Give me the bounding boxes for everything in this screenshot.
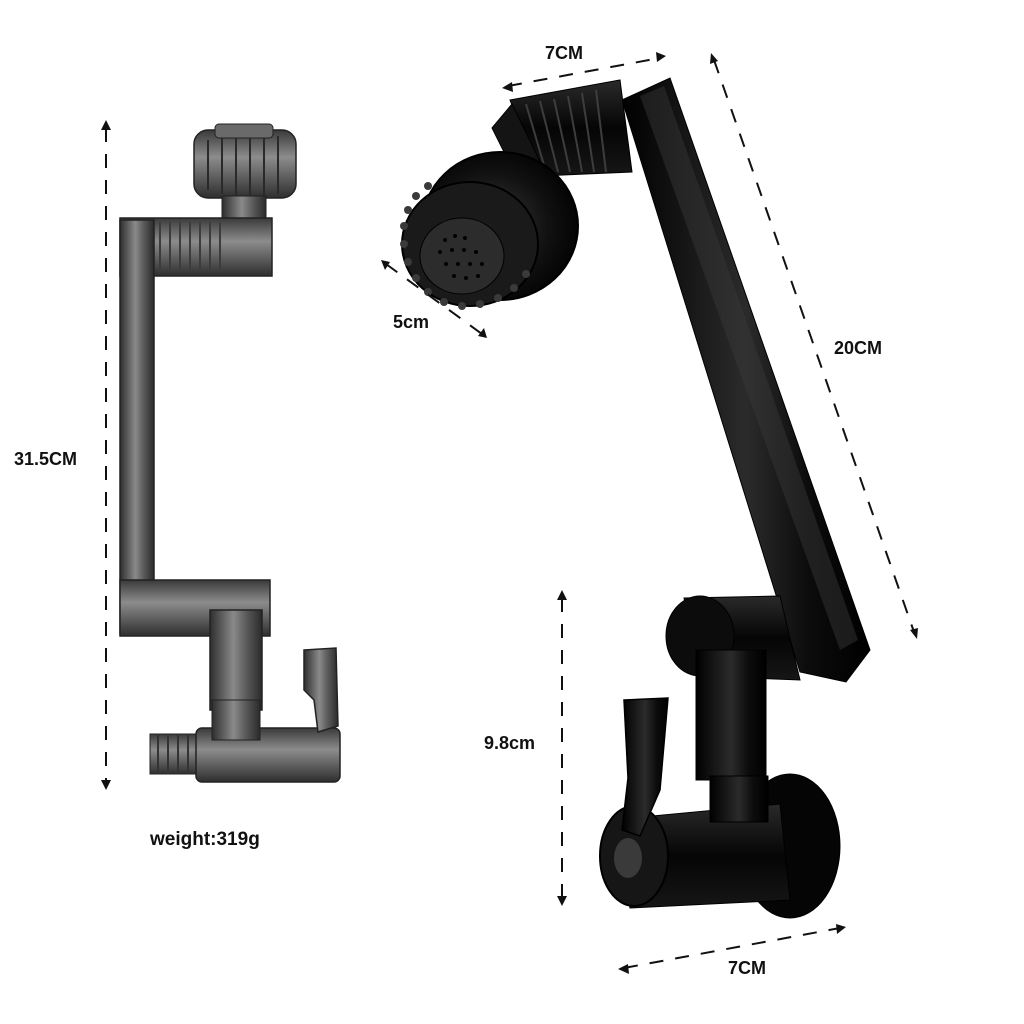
base-width-label: 7CM bbox=[728, 958, 767, 978]
dim-line-base-width bbox=[623, 927, 841, 969]
right-product-view bbox=[400, 77, 871, 919]
shower-head bbox=[400, 151, 579, 310]
dim-line-arm-length bbox=[713, 59, 915, 633]
top-width-label: 7CM bbox=[545, 43, 584, 63]
base-height-label: 9.8cm bbox=[484, 733, 536, 753]
dim-line-top-width bbox=[507, 57, 661, 87]
head-diameter-label: 5cm bbox=[393, 312, 430, 332]
arm-length-label: 20CM bbox=[834, 338, 883, 358]
total-height-label: 31.5CM bbox=[14, 449, 78, 469]
dim-line-head-diameter bbox=[385, 263, 483, 335]
left-product-view bbox=[119, 123, 341, 783]
weight-label: weight:319g bbox=[150, 829, 260, 850]
